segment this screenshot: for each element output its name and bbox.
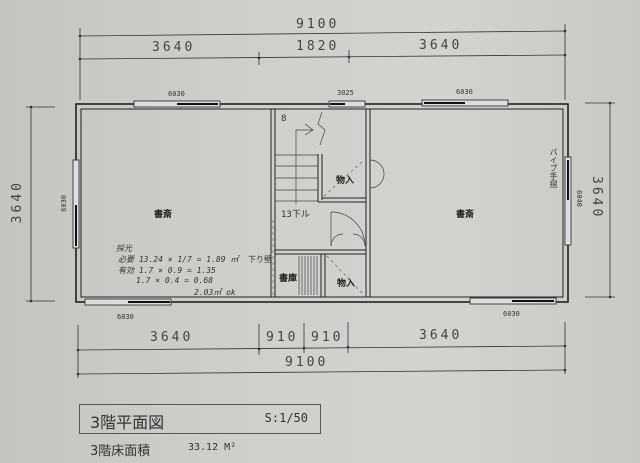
- title-block: 3階平面図 S:1/50: [79, 404, 321, 434]
- dim-top-left: 3640: [152, 40, 196, 55]
- lighting-required: 必要 13.24 × 1/7 = 1.89 ㎡: [118, 255, 239, 264]
- lighting-total: 2.03㎡ ok: [194, 288, 236, 297]
- dim-top-center: 1820: [296, 39, 340, 54]
- dim-right: 3640: [589, 176, 604, 220]
- dim-bottom-mid1: 910: [266, 330, 299, 345]
- window-label-bottom-left: 6030: [117, 313, 134, 321]
- dim-bottom-mid2: 910: [311, 330, 344, 345]
- window-label-top-right: 6030: [456, 88, 473, 96]
- lighting-header: 採光: [116, 244, 132, 253]
- window-label-right: 6040: [575, 190, 583, 207]
- dim-bottom-right: 3640: [419, 328, 463, 343]
- lighting-effective-2: 1.7 × 0.4 = 0.68: [136, 276, 214, 285]
- floor-area-value: 33.12 M²: [188, 442, 237, 453]
- pipe-railing-note: パイプ手摺: [549, 148, 558, 188]
- room-study-left: 書斎: [154, 210, 173, 220]
- stair-number: 8: [281, 114, 287, 124]
- window-label-left: 6030: [60, 195, 68, 212]
- dim-top-right: 3640: [419, 38, 463, 53]
- window-label-top-left: 6030: [168, 90, 185, 98]
- dim-bottom-left: 3640: [150, 330, 194, 345]
- drop-wall-note: 下り壁: [248, 255, 272, 264]
- plan-title: 3階平面図: [90, 413, 165, 432]
- window-label-top-center: 3025: [337, 89, 354, 97]
- room-study-right: 書斎: [456, 210, 475, 220]
- window-label-bottom-right: 6030: [503, 310, 520, 318]
- dim-bottom-total: 9100: [285, 355, 329, 370]
- stair-down-label: 13下ル: [281, 210, 310, 220]
- floor-area-label: 3階床面積: [90, 444, 151, 459]
- dim-left: 3640: [10, 180, 25, 224]
- room-storage-lower: 物入: [337, 279, 356, 289]
- dim-top-total: 9100: [296, 17, 340, 32]
- room-storage-upper: 物入: [336, 176, 355, 186]
- room-library: 書庫: [279, 274, 298, 284]
- lighting-effective-1: 有効 1.7 × 0.9 = 1.35: [118, 266, 216, 275]
- plan-scale: S:1/50: [264, 411, 308, 425]
